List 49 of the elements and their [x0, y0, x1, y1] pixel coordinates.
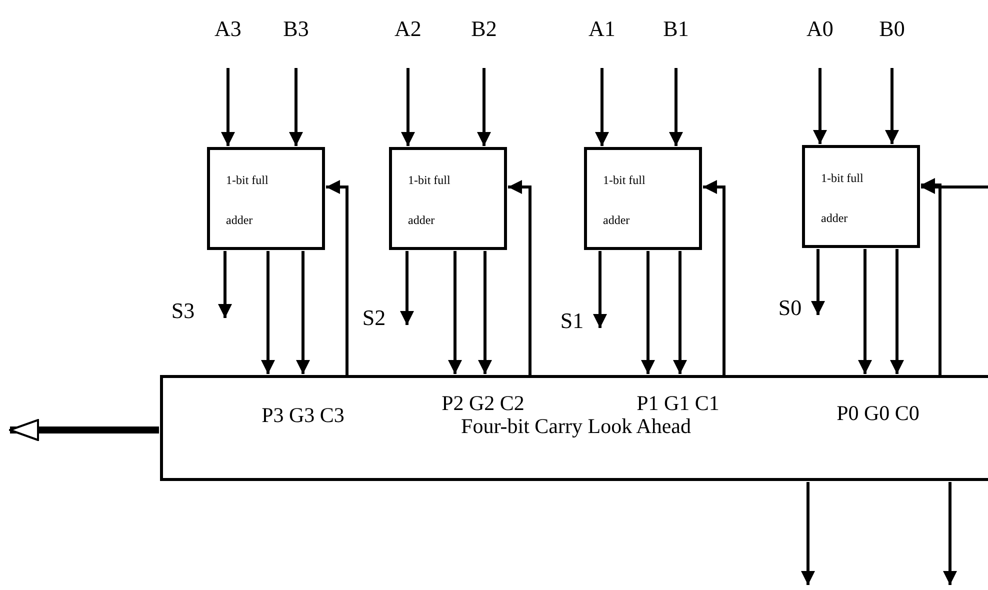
output-label: S2 — [356, 305, 392, 333]
arrow — [400, 251, 414, 325]
arrow — [801, 482, 815, 585]
arrow — [401, 68, 415, 146]
block-title: Four-bit Carry Look Ahead — [461, 415, 691, 437]
full-adder-block: 1-bit full adder — [802, 145, 920, 248]
input-label: B3 — [274, 16, 318, 44]
arrow — [858, 249, 872, 374]
arrow — [477, 68, 491, 146]
input-label: A1 — [580, 16, 624, 44]
arrow — [9, 419, 159, 441]
arrow — [296, 251, 310, 374]
output-label: S1 — [554, 308, 590, 336]
arrow — [921, 178, 942, 375]
arrow — [890, 249, 904, 374]
port-label: P2 G2 C2 — [442, 392, 524, 414]
input-label: B2 — [462, 16, 506, 44]
arrow — [289, 68, 303, 146]
full-adder-block: 1-bit full adder — [207, 147, 325, 250]
arrow — [593, 251, 607, 328]
arrow — [595, 68, 609, 146]
port-label: P3 G3 C3 — [262, 404, 344, 426]
arrow — [508, 180, 532, 375]
arrow — [261, 251, 275, 374]
port-label: P0 G0 C0 — [836, 402, 920, 424]
input-label: A3 — [206, 16, 250, 44]
carry-lookahead-block — [160, 375, 988, 481]
arrow — [673, 251, 687, 374]
arrow — [448, 251, 462, 374]
arrow — [478, 251, 492, 374]
arrow — [703, 180, 726, 375]
full-adder-block: 1-bit full adder — [584, 147, 702, 250]
arrow — [943, 482, 957, 585]
input-label: A2 — [386, 16, 430, 44]
port-label: P1 G1 C1 — [636, 392, 720, 414]
arrow — [885, 68, 899, 144]
arrow — [813, 68, 827, 144]
input-label: B0 — [870, 16, 914, 44]
arrow — [218, 251, 232, 318]
input-label: B1 — [654, 16, 698, 44]
arrow — [641, 251, 655, 374]
output-label: S3 — [165, 298, 201, 326]
arrow — [326, 180, 348, 375]
full-adder-block: 1-bit full adder — [389, 147, 507, 250]
arrow — [221, 68, 235, 146]
input-label: A0 — [798, 16, 842, 44]
arrow — [669, 68, 683, 146]
output-label: S0 — [772, 295, 808, 323]
arrow — [811, 249, 825, 315]
